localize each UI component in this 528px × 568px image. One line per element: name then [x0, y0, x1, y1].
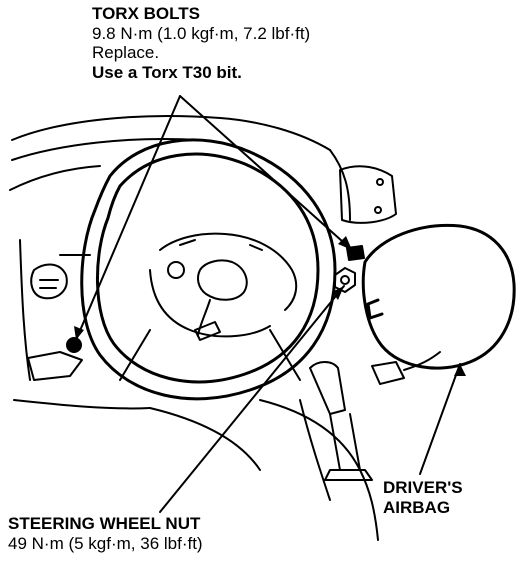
drivers-airbag-callout: DRIVER'S AIRBAG — [383, 478, 463, 517]
dashboard-outline — [9, 115, 379, 541]
steering-hub — [119, 232, 301, 381]
arrow-heads — [74, 236, 466, 376]
drivers-airbag-module — [361, 223, 516, 370]
steering-wheel-rim — [80, 138, 337, 401]
torx-bolts-note: Replace. — [92, 43, 160, 63]
torx-bolts-title: TORX BOLTS — [92, 4, 200, 23]
steering-wheel-nut-torque: 49 N·m (5 kgf·m, 36 lbf·ft) — [8, 533, 203, 553]
steering-wheel-nut-title: STEERING WHEEL NUT — [8, 514, 201, 533]
torx-bolt-left — [66, 337, 82, 353]
torx-bolts-callout: TORX BOLTS 9.8 N·m (1.0 kgf·m, 7.2 lbf·f… — [92, 4, 310, 82]
torx-bolts-tool: Use a Torx T30 bit. — [92, 62, 242, 82]
airbag-connector — [371, 351, 441, 385]
lower-cover — [27, 351, 83, 381]
steering-wheel-nut-callout: STEERING WHEEL NUT 49 N·m (5 kgf·m, 36 l… — [8, 514, 203, 553]
steering-wheel-nut-part — [334, 267, 356, 293]
upper-cover — [339, 165, 397, 224]
drivers-airbag-line1: DRIVER'S — [383, 478, 463, 497]
torx-bolts-torque: 9.8 N·m (1.0 kgf·m, 7.2 lbf·ft) — [92, 23, 311, 43]
drivers-airbag-line2: AIRBAG — [383, 497, 451, 517]
leader-lines — [75, 95, 461, 513]
gear-shifter — [309, 361, 373, 481]
